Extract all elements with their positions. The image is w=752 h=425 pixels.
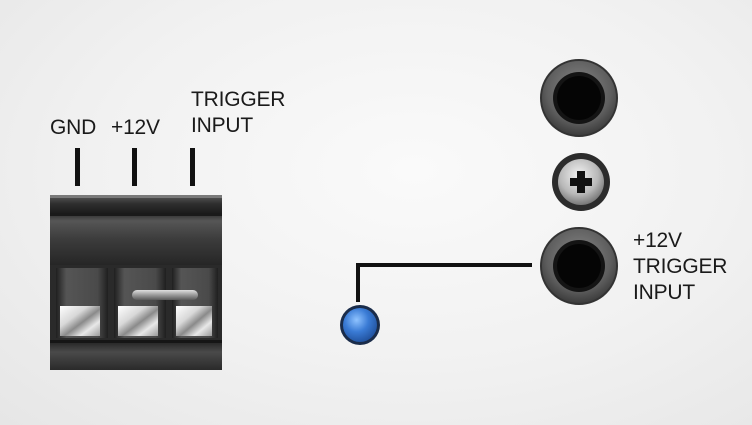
jack-label-line1: +12V (633, 229, 682, 252)
trigger-leader-line (190, 148, 195, 186)
trigger-input-jack-icon (540, 227, 618, 305)
terminal-leader-lines (75, 148, 195, 186)
jack-label-line2: TRIGGER (633, 255, 728, 278)
led-leader-line (356, 263, 532, 302)
trigger-input-label-line2: INPUT (191, 114, 254, 137)
jumper-bar (132, 290, 198, 300)
led-indicator-icon (340, 305, 380, 345)
jack-trigger-input-label: +12V TRIGGER INPUT (633, 228, 727, 306)
plus12v-label: +12V (111, 116, 160, 139)
gnd-label: GND (50, 116, 97, 139)
screw-terminal-block-icon (50, 195, 222, 370)
gnd-leader-line (75, 148, 80, 186)
screw-head-icon (552, 153, 610, 211)
trigger-input-label: TRIGGER INPUT (191, 87, 285, 139)
trigger-input-label-line1: TRIGGER (191, 88, 286, 111)
gnd-contact (60, 306, 100, 336)
plus12v-leader-line (132, 148, 137, 186)
trigger-contact (176, 306, 212, 336)
jack-label-line3: INPUT (633, 281, 696, 304)
audio-jack-icon (540, 59, 618, 137)
plus12v-contact (118, 306, 158, 336)
